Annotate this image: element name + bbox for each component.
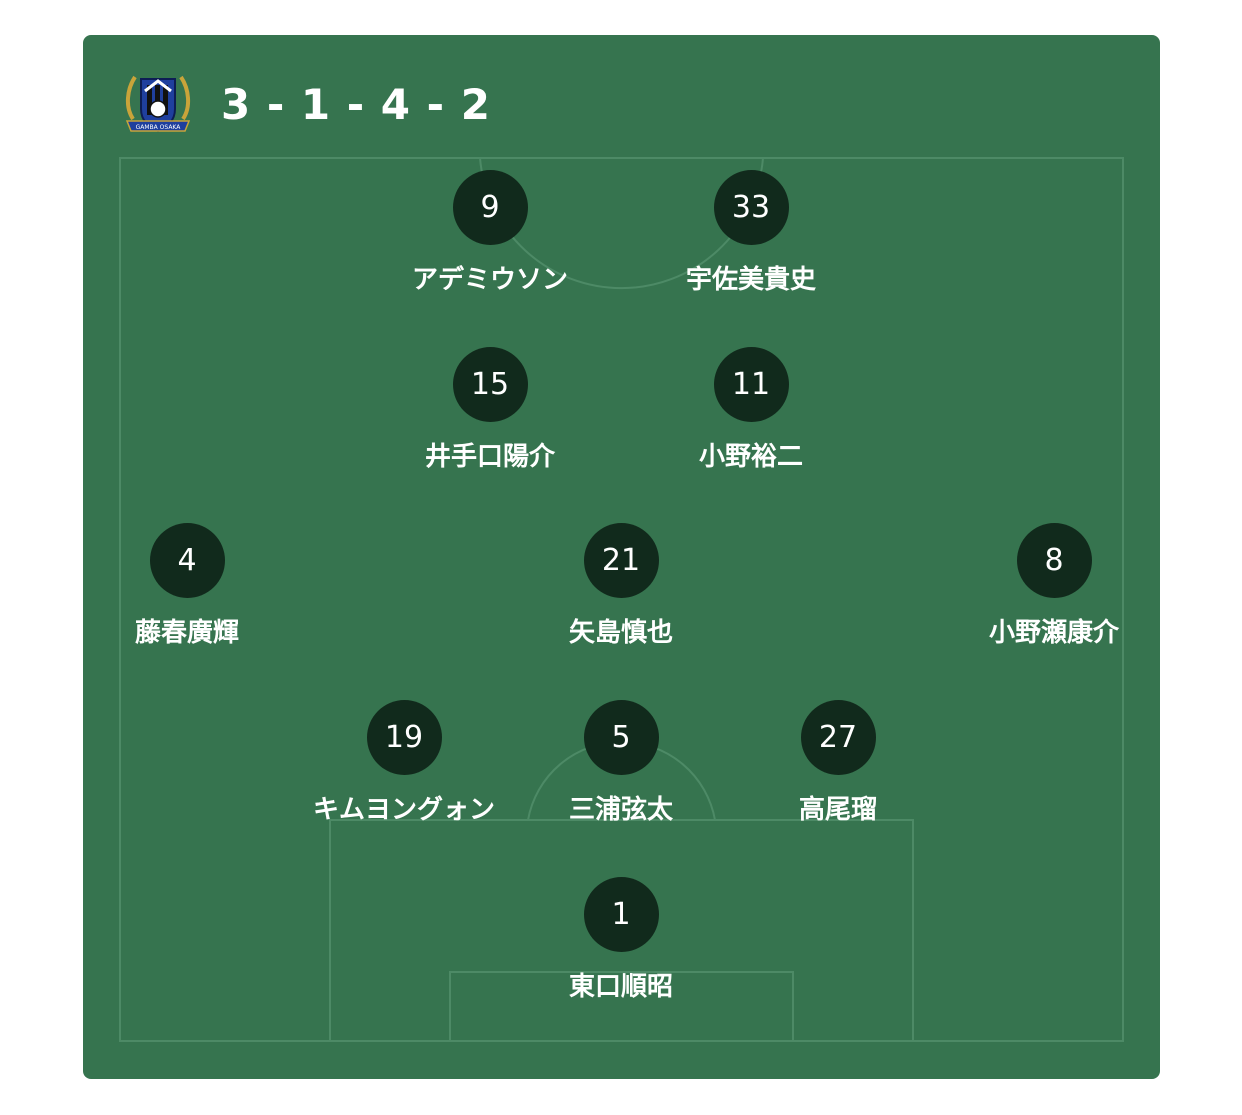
player-name: 高尾瑠 bbox=[798, 795, 877, 825]
player-marker[interactable]: 4 藤春廣輝 bbox=[83, 523, 297, 649]
player-marker[interactable]: 19 キムヨングォン bbox=[294, 700, 514, 826]
jersey-number: 19 bbox=[366, 700, 442, 775]
player-marker[interactable]: 33 宇佐美貴史 bbox=[641, 170, 861, 296]
player-name: 井手口陽介 bbox=[424, 442, 555, 472]
player-name: 矢島慎也 bbox=[568, 618, 673, 648]
player-marker[interactable]: 15 井手口陽介 bbox=[380, 347, 600, 473]
gamba-osaka-crest-icon: GAMBA OSAKA bbox=[125, 75, 191, 133]
player-marker[interactable]: 21 矢島慎也 bbox=[511, 523, 731, 649]
jersey-number: 9 bbox=[452, 170, 528, 245]
lineup-header: GAMBA OSAKA 3 - 1 - 4 - 2 bbox=[123, 69, 491, 139]
player-marker[interactable]: 9 アデミウソン bbox=[380, 170, 600, 296]
jersey-number: 21 bbox=[583, 523, 659, 598]
player-name: 東口順昭 bbox=[568, 972, 673, 1002]
goal-area bbox=[449, 971, 794, 1042]
player-marker[interactable]: 1 東口順昭 bbox=[511, 877, 731, 1003]
player-name: 小野瀬康介 bbox=[988, 618, 1119, 648]
player-name: 小野裕二 bbox=[698, 442, 803, 472]
player-marker[interactable]: 27 高尾瑠 bbox=[728, 700, 948, 826]
svg-text:GAMBA OSAKA: GAMBA OSAKA bbox=[136, 124, 182, 131]
lineup-card: GAMBA OSAKA 3 - 1 - 4 - 2 9 アデミウソン 33 宇佐… bbox=[83, 35, 1160, 1079]
jersey-number: 8 bbox=[1016, 523, 1092, 598]
jersey-number: 15 bbox=[452, 347, 528, 422]
formation-label: 3 - 1 - 4 - 2 bbox=[221, 79, 491, 129]
player-name: 宇佐美貴史 bbox=[685, 265, 816, 295]
player-name: 藤春廣輝 bbox=[134, 618, 239, 648]
jersey-number: 5 bbox=[583, 700, 659, 775]
player-marker[interactable]: 8 小野瀬康介 bbox=[944, 523, 1160, 649]
player-name: 三浦弦太 bbox=[568, 795, 673, 825]
jersey-number: 11 bbox=[713, 347, 789, 422]
jersey-number: 27 bbox=[800, 700, 876, 775]
jersey-number: 1 bbox=[583, 877, 659, 952]
player-name: アデミウソン bbox=[411, 265, 568, 295]
jersey-number: 33 bbox=[713, 170, 789, 245]
player-marker[interactable]: 5 三浦弦太 bbox=[511, 700, 731, 826]
player-name: キムヨングォン bbox=[312, 795, 495, 825]
jersey-number: 4 bbox=[149, 523, 225, 598]
player-marker[interactable]: 11 小野裕二 bbox=[641, 347, 861, 473]
